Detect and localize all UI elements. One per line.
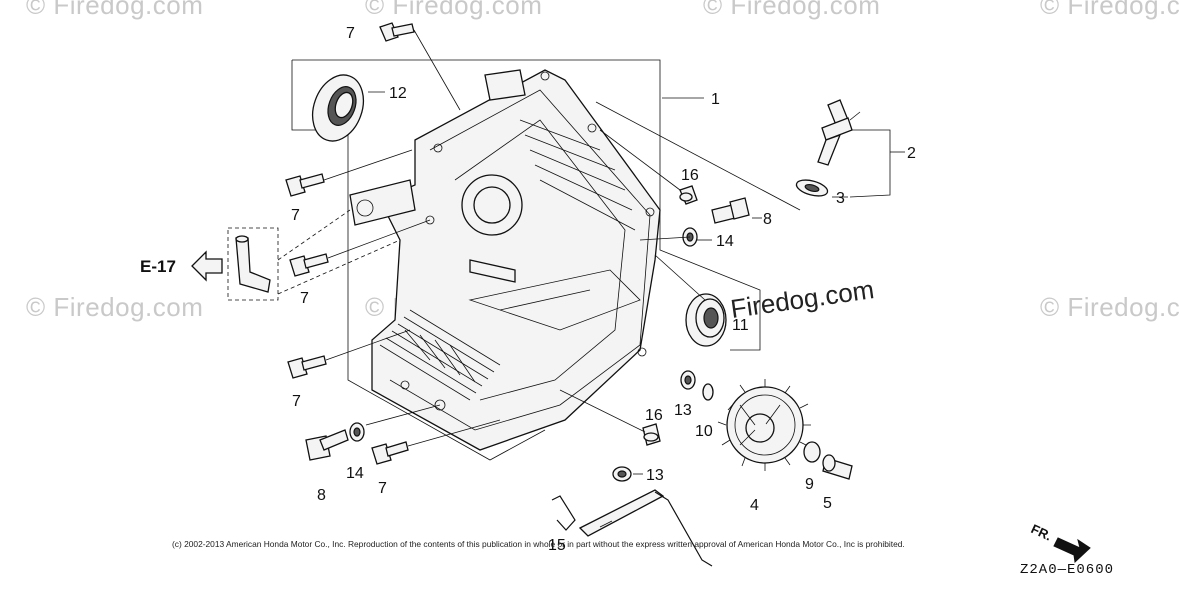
- part-3-washer: [795, 179, 829, 197]
- part-8-flange-bolt: [305, 429, 349, 461]
- part-9-washer: [803, 441, 821, 463]
- callout-16: 16: [681, 167, 699, 184]
- front-label: FR.: [1029, 521, 1054, 543]
- callout-7: 7: [300, 290, 309, 307]
- part-11-bearing: [685, 293, 727, 347]
- callout-5: 5: [823, 495, 832, 512]
- callout-14: 14: [716, 233, 734, 250]
- tube-box: [227, 227, 279, 301]
- watermark: © Firedog.com: [1040, 292, 1180, 322]
- copyright-notice: (c) 2002-2013 American Honda Motor Co., …: [172, 539, 905, 549]
- callout-4: 4: [750, 497, 759, 514]
- callout-7: 7: [346, 25, 355, 42]
- callout-9: 9: [805, 476, 814, 493]
- callout-3: 3: [836, 190, 845, 207]
- part-2-oil-filler-cap: [817, 99, 861, 166]
- part-16-dowel-pin: [642, 423, 661, 446]
- watermark: © Firedog.com: [26, 0, 204, 20]
- part-14-washer: [349, 422, 365, 442]
- watermark: © Firedog.com: [26, 292, 204, 322]
- callout-14: 14: [346, 465, 364, 482]
- callout-16: 16: [645, 407, 663, 424]
- callout-8: 8: [763, 211, 772, 228]
- part-8-flange-bolt: [711, 197, 762, 224]
- part-7-bolt: [289, 253, 329, 277]
- governor-arm: [578, 489, 713, 567]
- reference-label: E-17: [140, 257, 176, 276]
- part-10-washer: [702, 383, 714, 401]
- part-12-oil-seal: [311, 74, 385, 142]
- part-7-bolt: [371, 441, 409, 465]
- callout-10: 10: [695, 423, 713, 440]
- watermark: © Firedog.com: [1040, 0, 1180, 20]
- watermark: © Firedog.com: [703, 0, 881, 20]
- callout-7: 7: [292, 393, 301, 410]
- diagram-code: Z2A0—E0600: [1020, 562, 1115, 578]
- crankcase-cover: [349, 69, 661, 451]
- part-16-dowel-pin: [679, 185, 698, 205]
- callout-7: 7: [291, 207, 300, 224]
- bracket-2: [849, 129, 891, 198]
- arrow-left-icon: [191, 250, 223, 282]
- brand-text: Firedog.com: [729, 274, 876, 324]
- assembly-frame: [291, 60, 546, 461]
- part-4-governor-gear: [717, 379, 811, 471]
- part-7-bolt: [285, 173, 325, 197]
- callout-13: 13: [646, 467, 664, 484]
- part-5-shaft: [822, 454, 853, 480]
- front-direction-arrow: FR.: [1029, 521, 1091, 564]
- assembly-frame: [292, 59, 761, 351]
- watermark: © Firedog.com: [365, 0, 543, 20]
- callout-13: 13: [674, 402, 692, 419]
- breather-tube: [235, 235, 271, 293]
- part-7-bolt: [379, 22, 415, 42]
- part-15-clip: [551, 495, 576, 531]
- part-13-washer: [612, 466, 632, 482]
- callout-8: 8: [317, 487, 326, 504]
- part-7-bolt: [287, 355, 327, 379]
- callout-12: 12: [389, 85, 407, 102]
- callout-2: 2: [907, 145, 916, 162]
- callout-15: 15: [548, 537, 566, 554]
- part-13-washer: [680, 370, 696, 390]
- callout-11: 11: [732, 317, 749, 334]
- callout-7: 7: [378, 480, 387, 497]
- callout-1: 1: [711, 91, 720, 108]
